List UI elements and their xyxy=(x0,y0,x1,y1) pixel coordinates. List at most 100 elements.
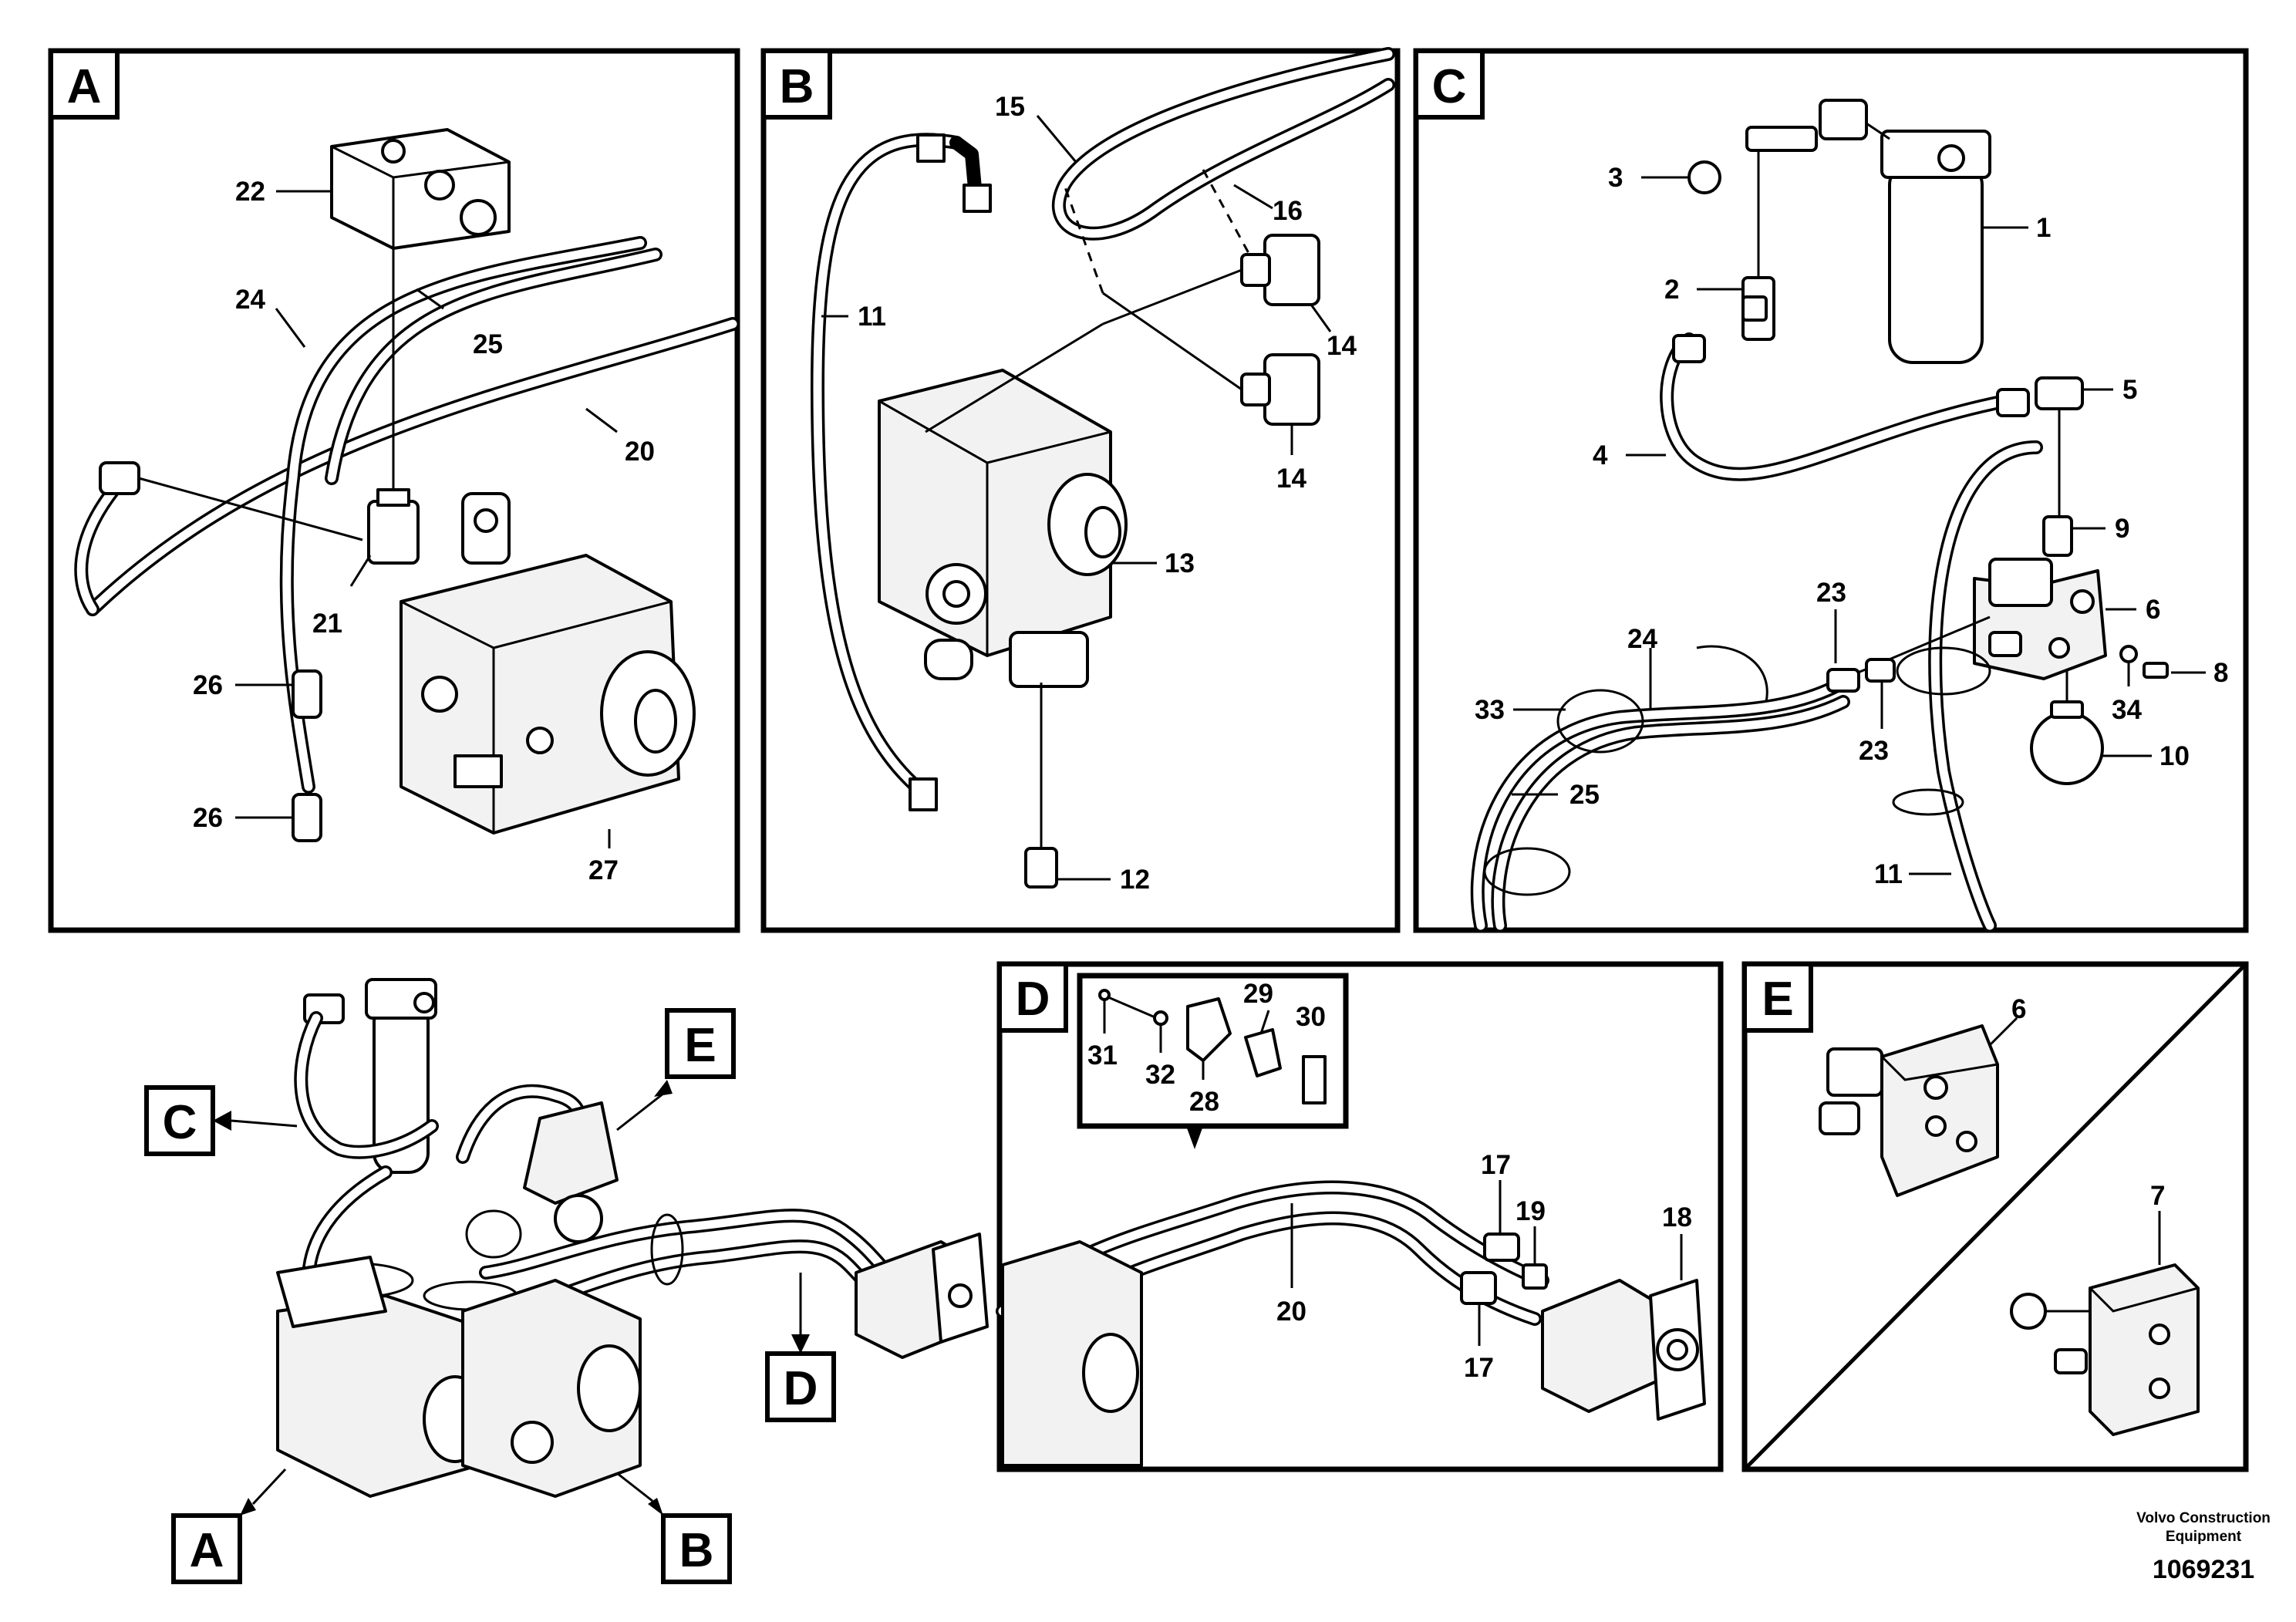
callout-b-13: 13 xyxy=(1165,548,1195,578)
fitting-12 xyxy=(1024,847,1058,889)
svg-text:C: C xyxy=(163,1096,197,1149)
panel-d: D 29 xyxy=(996,961,1724,1472)
svg-text:D: D xyxy=(784,1362,818,1415)
fitting-9 xyxy=(2042,515,2073,557)
callout-e-7: 7 xyxy=(2150,1181,2165,1211)
fitting-19 xyxy=(1522,1263,1548,1290)
callout-d-17-lower: 17 xyxy=(1464,1353,1494,1383)
panel-b: B xyxy=(760,47,1401,933)
hose-4-end-fitting xyxy=(1672,334,1706,363)
callout-a-21: 21 xyxy=(312,609,342,639)
overview-tag-b: B xyxy=(616,1472,732,1584)
callout-d-19: 19 xyxy=(1515,1196,1546,1226)
accumulator-10 xyxy=(2030,711,2104,785)
callout-c-2: 2 xyxy=(1664,275,1679,305)
callout-c-9: 9 xyxy=(2115,514,2129,544)
panel-c-hoses xyxy=(1470,645,1991,932)
tee-fitting-c xyxy=(1745,126,1818,152)
callout-a-25: 25 xyxy=(473,329,503,359)
overview-assembly: C E D A B xyxy=(144,978,989,1584)
document-number: 1069231 xyxy=(2153,1555,2254,1584)
hose-fitting-b-end xyxy=(963,184,992,213)
callout-a-26-upper: 26 xyxy=(193,670,223,700)
panel-d-inset xyxy=(1077,973,1349,1129)
overview-block xyxy=(276,1256,387,1328)
panel-b-callouts: 15 16 11 14 14 13 12 xyxy=(821,92,1357,895)
panel-a-hoses xyxy=(74,236,740,794)
overview-pump-b xyxy=(461,1279,642,1498)
hose-11 xyxy=(1928,440,2043,932)
callout-d-18: 18 xyxy=(1662,1202,1692,1233)
callout-d-20: 20 xyxy=(1276,1297,1306,1327)
callout-b-11: 11 xyxy=(858,302,886,332)
brand-line-1: Volvo Construction xyxy=(2136,1510,2271,1526)
panel-e-tag: E xyxy=(1762,973,1793,1026)
hose-4 xyxy=(1660,332,2012,481)
overview-tag-d: D xyxy=(765,1273,836,1422)
callout-e-6: 6 xyxy=(2011,994,2026,1024)
coupling-17-upper xyxy=(1483,1233,1520,1262)
sensor-21 xyxy=(367,488,420,565)
panel-c-tag: C xyxy=(1432,60,1467,113)
coupling-17-lower xyxy=(1460,1271,1497,1305)
callout-a-24: 24 xyxy=(235,285,265,315)
callout-c-33: 33 xyxy=(1475,695,1505,725)
callout-b-16: 16 xyxy=(1273,196,1303,226)
panel-b-tag: B xyxy=(780,60,814,113)
overview-tag-e: E xyxy=(616,1008,736,1131)
elbow-5 xyxy=(2035,376,2084,410)
callout-c-10: 10 xyxy=(2159,741,2190,771)
pump-27 xyxy=(400,492,696,835)
washer-34 xyxy=(2119,645,2138,663)
callout-d-17-upper: 17 xyxy=(1481,1150,1511,1180)
overview-valve xyxy=(523,1101,619,1205)
screw-8 xyxy=(2143,662,2169,679)
callout-b-15: 15 xyxy=(995,92,1025,122)
callout-a-26-lower: 26 xyxy=(193,803,223,833)
callout-d-28: 28 xyxy=(1189,1087,1219,1117)
panel-a: A xyxy=(48,48,740,933)
callout-b-14-lower: 14 xyxy=(1276,464,1306,494)
accumulator-10-neck xyxy=(2050,700,2084,719)
panel-e: E 6 7 xyxy=(1741,961,2249,1472)
callout-c-34: 34 xyxy=(2112,695,2142,725)
panel-c-callouts: 3 1 2 5 4 9 23 6 24 33 8 34 23 xyxy=(1475,163,2228,889)
callout-c-11: 11 xyxy=(1874,859,1903,889)
callout-c-5: 5 xyxy=(2122,375,2137,405)
callout-d-29: 29 xyxy=(1243,979,1273,1009)
valve-block-22 xyxy=(330,128,511,250)
svg-text:A: A xyxy=(190,1524,224,1577)
brand-line-2: Equipment xyxy=(2166,1529,2242,1545)
callout-c-8: 8 xyxy=(2213,658,2228,688)
hose-end-fitting xyxy=(99,461,140,495)
callout-a-20: 20 xyxy=(625,437,655,467)
valve-e-6 xyxy=(1819,1024,1999,1197)
callout-c-1: 1 xyxy=(2036,213,2051,243)
callout-c-23-lower: 23 xyxy=(1859,736,1889,766)
callout-c-25: 25 xyxy=(1569,780,1600,810)
pressure-sensor-14-upper xyxy=(1240,234,1320,306)
callout-a-27: 27 xyxy=(588,855,619,885)
callout-d-31: 31 xyxy=(1087,1040,1118,1071)
panel-b-hoses xyxy=(811,47,1395,801)
cap-3 xyxy=(1687,160,1721,194)
callout-d-32: 32 xyxy=(1145,1060,1175,1090)
panel-c: C xyxy=(1413,48,2249,933)
overview-tag-a: A xyxy=(171,1468,287,1584)
callout-b-14-upper: 14 xyxy=(1327,331,1357,361)
motor-18 xyxy=(1541,1279,1706,1421)
coupling-23-right xyxy=(1865,658,1896,683)
fitting-2-tee xyxy=(1741,295,1768,322)
svg-text:B: B xyxy=(679,1524,714,1577)
callout-c-6: 6 xyxy=(2146,595,2160,625)
fittings-26 xyxy=(292,669,322,842)
hose-fitting-b-bottom xyxy=(909,777,938,811)
valve-block-6 xyxy=(1973,558,2107,680)
pump-13 xyxy=(878,369,1128,688)
panel-d-tag: D xyxy=(1016,973,1050,1026)
panel-a-callouts: 22 24 25 20 21 26 26 27 xyxy=(193,177,655,885)
callout-b-12: 12 xyxy=(1120,865,1150,895)
hose-fitting-b-top xyxy=(916,133,946,163)
callout-a-22: 22 xyxy=(235,177,265,207)
